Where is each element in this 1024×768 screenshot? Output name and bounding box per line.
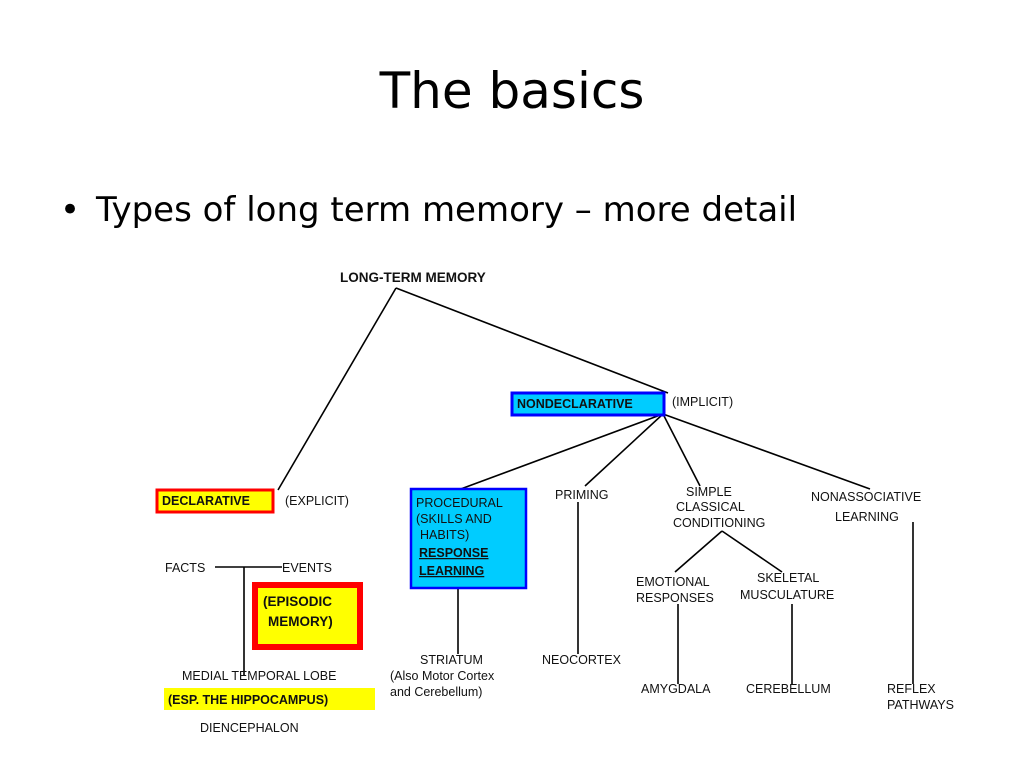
line-classical-emotional	[674, 530, 723, 573]
bullet-text: Types of long term memory – more detail	[96, 190, 798, 230]
nondeclarative-box	[510, 391, 666, 417]
mtl-label: MEDIAL TEMPORAL LOBE	[182, 669, 336, 683]
emotional-label-1: EMOTIONAL	[636, 575, 710, 589]
procedural-label-2: (SKILLS AND	[416, 512, 492, 526]
nonassociative-label-2: LEARNING	[835, 510, 899, 524]
reflex-label-2: PATHWAYS	[887, 698, 954, 712]
classical-label-3: CONDITIONING	[673, 516, 765, 530]
skeletal-label-2: MUSCULATURE	[740, 588, 834, 602]
striatum-label-1: STRIATUM	[420, 653, 483, 667]
diencephalon-label: DIENCEPHALON	[200, 721, 299, 735]
nondeclarative-label: NONDECLARATIVE	[517, 397, 633, 411]
procedural-label-3: HABITS)	[420, 528, 469, 542]
line-classical-skeletal	[721, 530, 783, 573]
classical-label-1: SIMPLE	[686, 485, 732, 499]
skeletal-label-1: SKELETAL	[757, 571, 819, 585]
nonassociative-label-1: NONASSOCIATIVE	[811, 490, 921, 504]
slide-title: The basics	[379, 62, 645, 120]
connector-lines	[215, 287, 914, 684]
priming-label: PRIMING	[555, 488, 608, 502]
declarative-label: DECLARATIVE	[162, 494, 250, 508]
cerebellum-label: CEREBELLUM	[746, 682, 831, 696]
bullet-dot-icon: •	[60, 190, 81, 230]
classical-label-2: CLASSICAL	[676, 500, 745, 514]
line-root-nondeclarative	[395, 287, 669, 394]
procedural-box	[409, 487, 528, 590]
explicit-label: (EXPLICIT)	[285, 494, 349, 508]
events-label: EVENTS	[282, 561, 332, 575]
hippocampus-label: (ESP. THE HIPPOCAMPUS)	[168, 693, 328, 707]
procedural-label-1: PROCEDURAL	[416, 496, 503, 510]
hippocampus-box	[164, 688, 375, 710]
line-nondecl-nonassociative	[662, 413, 871, 490]
line-nondecl-classical	[662, 413, 701, 487]
emotional-label-2: RESPONSES	[636, 591, 714, 605]
response-label-2: LEARNING	[419, 564, 484, 578]
line-nondecl-procedural	[457, 413, 664, 491]
amygdala-label: AMYGDALA	[641, 682, 711, 696]
implicit-label: (IMPLICIT)	[672, 395, 733, 409]
episodic-label-1: (EPISODIC	[263, 594, 332, 609]
striatum-label-2: (Also Motor Cortex	[390, 669, 495, 683]
declarative-box	[155, 488, 275, 514]
line-root-declarative	[277, 287, 397, 491]
episodic-label-2: MEMORY)	[268, 614, 333, 629]
line-nondecl-priming	[584, 413, 664, 487]
neocortex-label: NEOCORTEX	[542, 653, 622, 667]
root-label: LONG-TERM MEMORY	[340, 270, 486, 285]
facts-label: FACTS	[165, 561, 205, 575]
episodic-box	[252, 582, 363, 650]
response-label-1: RESPONSE	[419, 546, 488, 560]
striatum-label-3: and Cerebellum)	[390, 685, 482, 699]
reflex-label-1: REFLEX	[887, 682, 936, 696]
bullet-item: • Types of long term memory – more detail	[60, 190, 797, 230]
